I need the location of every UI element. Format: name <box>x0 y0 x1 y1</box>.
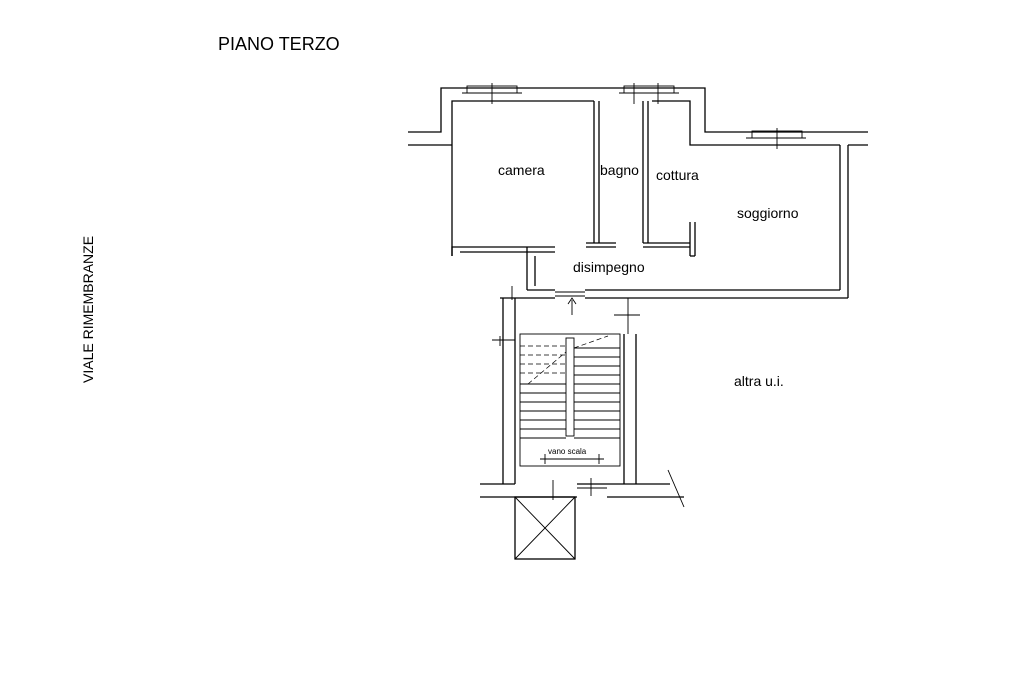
room-label-soggiorno: soggiorno <box>737 205 799 221</box>
stair-label: vano scala <box>548 447 587 456</box>
other-unit-label: altra u.i. <box>734 373 784 389</box>
room-label-cottura: cottura <box>656 167 699 183</box>
room-label-disimpegno: disimpegno <box>573 259 645 275</box>
room-label-bagno: bagno <box>600 162 639 178</box>
windows <box>462 83 806 149</box>
entrance-door <box>555 291 585 315</box>
plan-title: PIANO TERZO <box>218 34 340 54</box>
street-label: VIALE RIMEMBRANZE <box>80 236 96 383</box>
stairwell: vano scala <box>480 286 685 508</box>
lift-shaft <box>514 496 576 560</box>
room-label-camera: camera <box>498 162 545 178</box>
internal-walls <box>451 101 696 257</box>
